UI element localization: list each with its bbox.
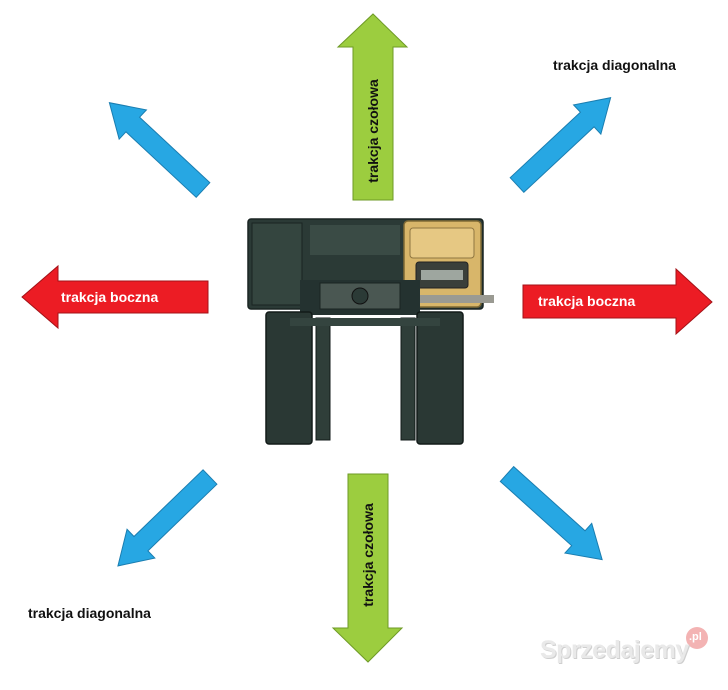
label-side-left: trakcja boczna [61, 289, 159, 305]
side-arrow-right [522, 267, 713, 336]
watermark-badge-text: .pl [689, 631, 702, 643]
watermark-badge [686, 627, 708, 649]
front-arrow-up [336, 13, 409, 201]
label-diagonal-top-right: trakcja diagonalna [553, 57, 676, 73]
diagonal-arrow-up-left [108, 102, 211, 199]
diagonal-arrow-down-right [499, 465, 603, 561]
reach-truck-top-view-icon [247, 218, 494, 445]
diagonal-arrow-up-right [509, 97, 612, 194]
label-front-bottom: trakcja czołowa [360, 503, 376, 607]
label-side-right: trakcja boczna [538, 293, 636, 309]
side-arrow-left [21, 264, 209, 330]
label-diagonal-bottom-left: trakcja diagonalna [28, 605, 151, 621]
front-arrow-down [331, 473, 404, 663]
diagonal-arrow-down-left [117, 469, 218, 567]
label-front-top: trakcja czołowa [365, 79, 381, 183]
watermark-logo: Sprzedajemy [540, 636, 689, 664]
